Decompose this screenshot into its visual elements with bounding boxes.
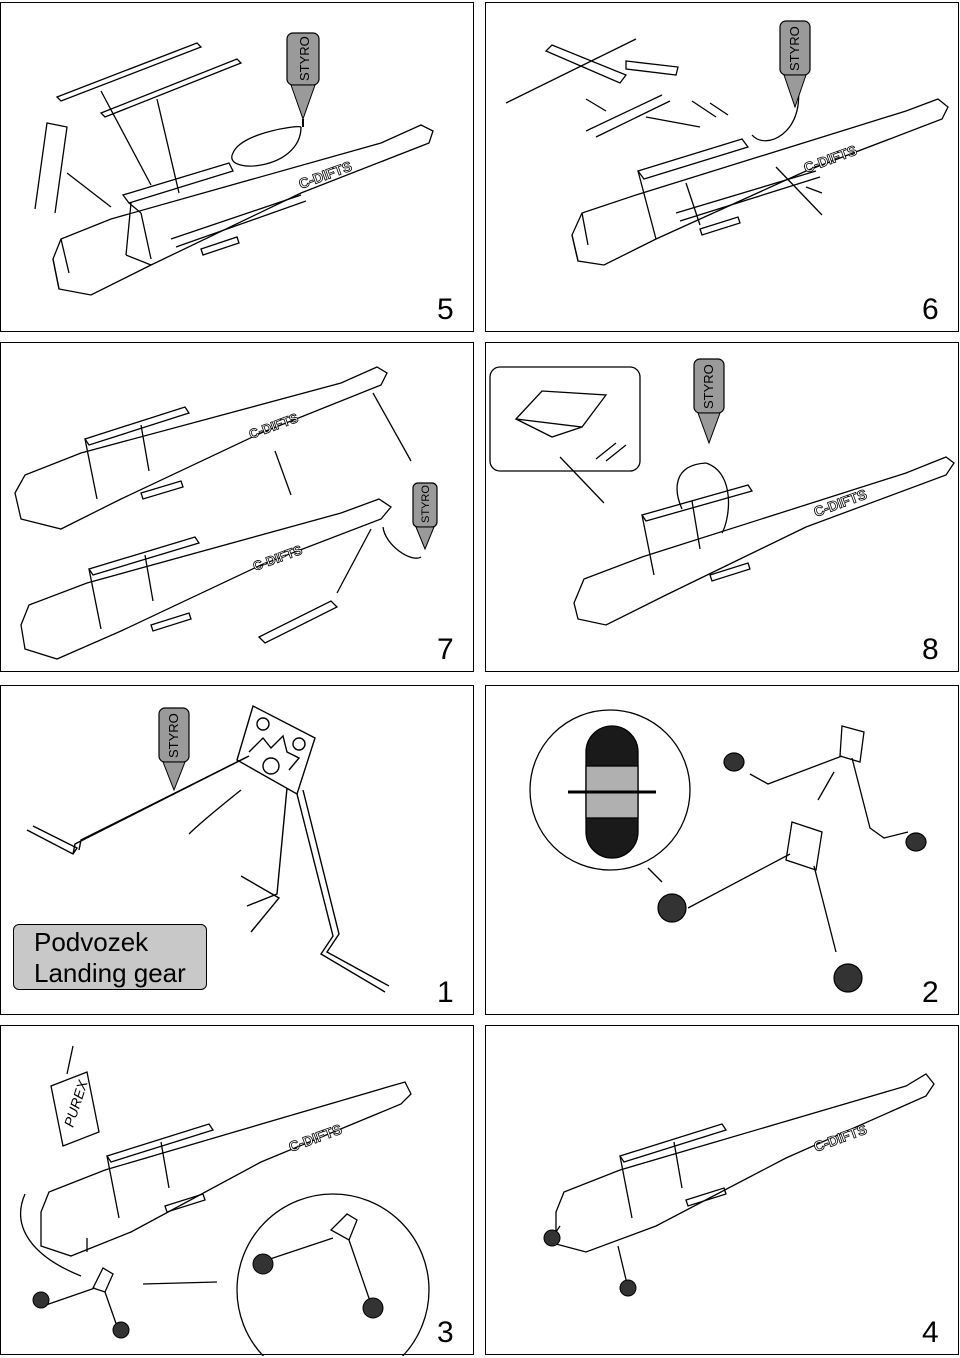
step-1-panel: STYRO Podvozek Landing gear 1	[0, 685, 474, 1015]
wheels	[32, 1253, 384, 1339]
styro-bottle-label: STYRO	[701, 364, 716, 409]
label-line-english: Landing gear	[34, 958, 186, 988]
step-number: 2	[922, 976, 939, 1009]
registration-text: C-DIFTS	[802, 142, 859, 176]
step-2-panel: 2	[485, 685, 959, 1015]
step-number: 8	[922, 633, 939, 666]
step-6-illustration: STYRO C-DIFTS	[505, 20, 949, 266]
step-7-illustration: STYRO C-DIFTS C-DIFTS	[14, 366, 438, 660]
step-2-illustration	[529, 709, 927, 993]
wheels	[543, 1229, 637, 1297]
step-5-panel: STYRO C-DIFTS 5	[0, 2, 474, 332]
registration-text: C-DIFTS	[287, 1121, 344, 1155]
styro-glue-bottle: STYRO	[286, 32, 320, 127]
styro-bottle-label: STYRO	[420, 485, 432, 523]
purex-bottle-label: PUREX	[61, 1077, 91, 1128]
step-8-illustration: STYRO C-DIFTS	[489, 358, 955, 626]
registration-text: C-DIFTS	[812, 1121, 869, 1155]
step-number: 6	[922, 293, 939, 326]
step-3-panel: PUREX C-DIFTS 3	[0, 1025, 474, 1356]
label-line-czech: Podvozek	[34, 927, 149, 957]
styro-glue-bottle: STYRO	[158, 707, 190, 792]
step-number: 3	[437, 1316, 454, 1349]
step-number: 5	[437, 293, 454, 326]
step-8-panel: STYRO C-DIFTS 8	[485, 342, 959, 672]
styro-bottle-label: STYRO	[297, 36, 312, 81]
registration-text: C-DIFTS	[251, 542, 305, 574]
step-7-panel: STYRO C-DIFTS C-DIFTS 7	[0, 342, 474, 672]
step-4-illustration: C-DIFTS	[543, 1073, 935, 1297]
wheels	[657, 752, 927, 993]
registration-text: C-DIFTS	[247, 410, 301, 442]
step-6-panel: STYRO C-DIFTS 6	[485, 2, 959, 332]
step-number: 7	[437, 633, 454, 666]
styro-bottle-label: STYRO	[166, 713, 181, 758]
step-5-illustration: STYRO C-DIFTS	[34, 32, 434, 296]
step-number: 4	[922, 1316, 939, 1349]
landing-gear-label: Podvozek Landing gear	[13, 924, 207, 990]
styro-bottle-label: STYRO	[787, 26, 802, 71]
step-4-panel: C-DIFTS 4	[485, 1025, 959, 1355]
styro-glue-bottle: STYRO	[412, 482, 438, 551]
registration-text: C-DIFTS	[297, 158, 354, 192]
styro-glue-bottle: STYRO	[693, 358, 725, 445]
step-number: 1	[437, 976, 454, 1009]
step-1-illustration: STYRO	[26, 704, 390, 993]
step-3-illustration: PUREX C-DIFTS	[20, 1045, 430, 1356]
styro-glue-bottle: STYRO	[779, 20, 811, 109]
